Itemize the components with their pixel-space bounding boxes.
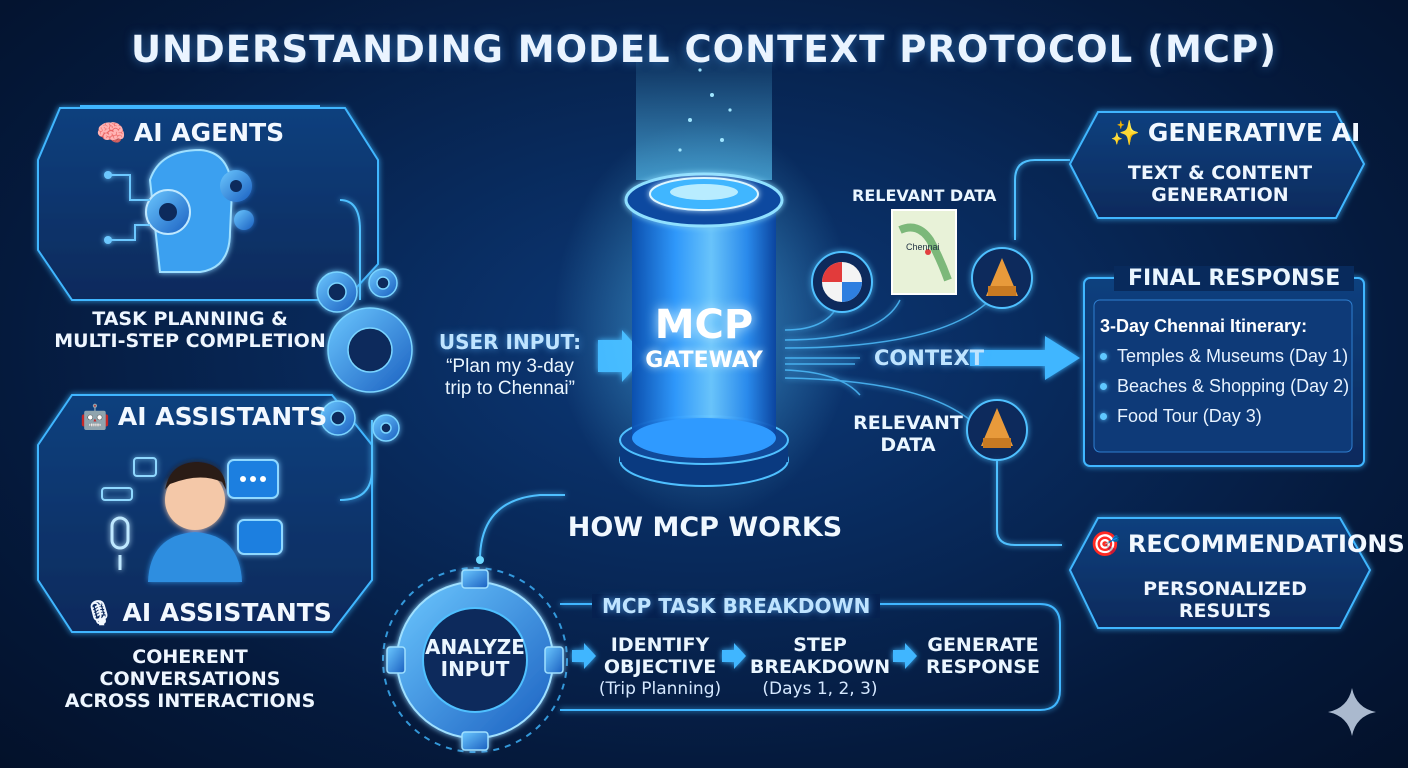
person-avatar-icon — [101, 457, 283, 582]
ai-assistants-caption-line2: CONVERSATIONS — [99, 668, 281, 690]
generative-ai-label: GENERATIVE AI — [1147, 118, 1361, 147]
context-label: CONTEXT — [874, 346, 985, 370]
relevant-data-bottom-line2: DATA — [880, 434, 936, 456]
generative-ai-header: ✨ GENERATIVE AI — [1110, 118, 1360, 147]
page-title: UNDERSTANDING MODEL CONTEXT PROTOCOL (MC… — [131, 28, 1277, 71]
sparkles-icon: ✨ — [1110, 118, 1140, 147]
gateway-line1: MCP — [654, 302, 754, 348]
itinerary-heading: 3-Day Chennai Itinerary: — [1100, 316, 1308, 336]
ai-assistants-caption-line1: COHERENT — [132, 646, 248, 668]
generate-line1: GENERATE — [927, 634, 1039, 656]
how-mcp-works-label: HOW MCP WORKS — [567, 512, 843, 543]
analyze-gear — [386, 569, 564, 751]
gateway-label: MCP GATEWAY — [632, 302, 776, 373]
user-input-quote-line1: “Plan my 3-day — [446, 356, 574, 377]
relevant-data-top-label: RELEVANT DATA — [852, 186, 997, 205]
recommendations-caption: PERSONALIZED RESULTS — [1090, 578, 1360, 622]
ai-assistants-caption: COHERENT CONVERSATIONS ACROSS INTERACTIO… — [40, 646, 340, 712]
mcp-gateway-cylinder — [554, 40, 854, 520]
ai-agents-label: AI AGENTS — [133, 118, 285, 147]
itinerary-item: Temples & Museums (Day 1) — [1100, 346, 1350, 367]
robot-head-icon — [104, 148, 254, 273]
user-input-block: USER INPUT: “Plan my 3-day trip to Chenn… — [420, 330, 600, 400]
final-response-label: FINAL RESPONSE — [1114, 266, 1355, 291]
ai-agents-caption-line2: MULTI-STEP COMPLETION — [54, 330, 326, 352]
ai-assistants-header-bottom: 🎙 AI ASSISTANTS — [84, 598, 332, 627]
beach-ball-icon — [811, 251, 873, 313]
final-response-panel — [1083, 277, 1365, 467]
relevant-data-bottom-label: RELEVANT DATA — [848, 412, 968, 456]
analyze-input-label: ANALYZE INPUT — [420, 636, 530, 680]
recommendations-header: 🎯 RECOMMENDATIONS — [1090, 530, 1405, 558]
analyze-line2: INPUT — [440, 657, 510, 681]
generative-ai-caption-line1: TEXT & CONTENT — [1127, 162, 1313, 184]
generative-ai-panel — [1068, 111, 1366, 219]
context-flow-lines — [784, 299, 991, 421]
task-breakdown-frame — [382, 494, 1061, 753]
user-input-quote-line2: trip to Chennai” — [445, 378, 575, 399]
microphone-icon: 🎙 — [84, 598, 115, 627]
identify-sub: (Trip Planning) — [598, 679, 722, 699]
temple-icon-top — [971, 247, 1033, 309]
itinerary-item: Food Tour (Day 3) — [1100, 406, 1350, 427]
generative-ai-caption: TEXT & CONTENT GENERATION — [1090, 162, 1350, 206]
recommendations-caption-line2: RESULTS — [1178, 600, 1272, 622]
task-step-arrows — [572, 643, 917, 669]
map-city-label: Chennai — [906, 242, 940, 252]
ai-agents-header: 🧠 AI AGENTS — [96, 118, 284, 147]
generate-line2: RESPONSE — [926, 656, 1040, 678]
generate-response-step: GENERATE RESPONSE — [918, 634, 1048, 678]
right-connectors — [996, 159, 1070, 546]
ai-assistants-label-top: AI ASSISTANTS — [117, 402, 328, 431]
itinerary-item-text: Temples & Museums (Day 1) — [1117, 346, 1349, 366]
itinerary-item-text: Beaches & Shopping (Day 2) — [1117, 376, 1350, 396]
central-gear-cluster — [316, 268, 413, 442]
relevant-data-bottom-line1: RELEVANT — [853, 412, 963, 434]
context-arrow — [970, 336, 1080, 380]
sparkle-icon — [1328, 688, 1376, 736]
recommendations-panel — [1068, 517, 1372, 629]
step-sub: (Days 1, 2, 3) — [762, 679, 878, 699]
recommendations-caption-line1: PERSONALIZED — [1143, 578, 1307, 600]
step-breakdown-step: STEP BREAKDOWN (Days 1, 2, 3) — [748, 634, 892, 700]
ai-assistants-caption-line3: ACROSS INTERACTIONS — [64, 690, 316, 712]
ai-agents-caption-line1: TASK PLANNING & — [92, 308, 288, 330]
identify-line2: OBJECTIVE — [603, 656, 717, 678]
brain-icon: 🧠 — [96, 118, 126, 147]
itinerary-item-text: Food Tour (Day 3) — [1117, 406, 1262, 426]
temple-icon-bottom — [966, 399, 1028, 461]
final-response-content: 3-Day Chennai Itinerary: Temples & Museu… — [1100, 316, 1350, 436]
step-line1: STEP — [793, 634, 847, 656]
chennai-map-icon — [891, 209, 957, 295]
itinerary-item: Beaches & Shopping (Day 2) — [1100, 376, 1350, 397]
left-connectors — [339, 199, 373, 501]
ai-assistants-label-bottom: AI ASSISTANTS — [122, 598, 332, 627]
step-line2: BREAKDOWN — [749, 656, 891, 678]
recommendations-label: RECOMMENDATIONS — [1127, 530, 1405, 558]
ai-agents-caption: TASK PLANNING & MULTI-STEP COMPLETION — [40, 308, 340, 352]
user-input-label: USER INPUT: — [438, 330, 582, 354]
task-breakdown-label: MCP TASK BREAKDOWN — [592, 594, 881, 618]
gateway-line2: GATEWAY — [645, 348, 763, 373]
identify-line1: IDENTIFY — [610, 634, 710, 656]
itinerary-list: Temples & Museums (Day 1) Beaches & Shop… — [1100, 346, 1350, 427]
target-icon: 🎯 — [1090, 530, 1120, 558]
generative-ai-caption-line2: GENERATION — [1151, 184, 1289, 206]
robot-icon: 🤖 — [80, 402, 110, 431]
identify-objective-step: IDENTIFY OBJECTIVE (Trip Planning) — [596, 634, 724, 700]
ai-assistants-header-top: 🤖 AI ASSISTANTS — [80, 402, 327, 431]
analyze-line1: ANALYZE — [425, 635, 525, 659]
